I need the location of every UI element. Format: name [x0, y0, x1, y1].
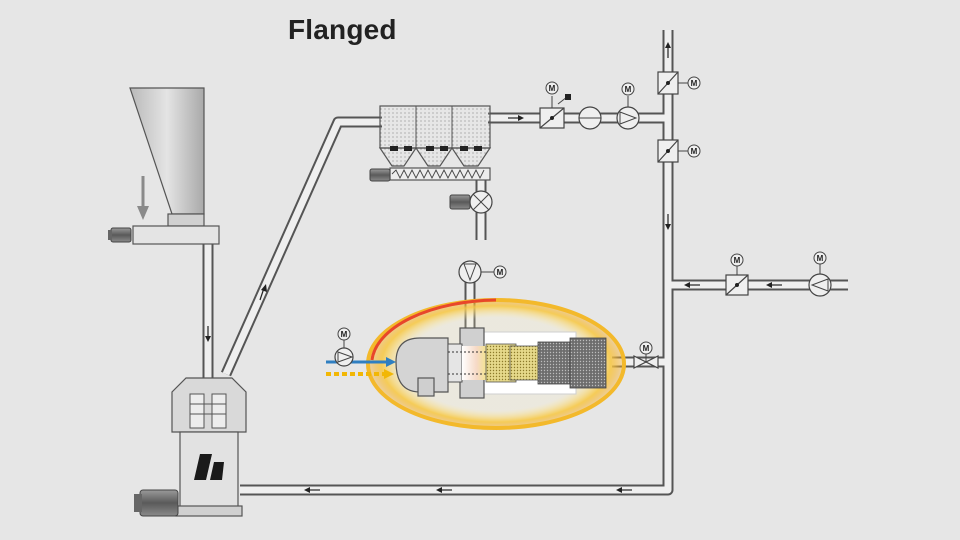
- motor-icon: [449, 194, 471, 210]
- motor-icon: [369, 168, 391, 182]
- flow-arrow-icon: [665, 42, 671, 58]
- rotary-valve-icon: [469, 190, 493, 214]
- flow-arrow-icon: [684, 282, 700, 288]
- flow-arrow-icon: [259, 284, 267, 301]
- motor-icon: M: [813, 251, 827, 265]
- damper-icon: [539, 94, 571, 129]
- bag-filter: [369, 105, 493, 214]
- svg-text:M: M: [341, 330, 348, 339]
- svg-text:M: M: [817, 254, 824, 263]
- svg-text:M: M: [643, 344, 650, 353]
- blower-icon: [808, 264, 832, 297]
- mill: [134, 377, 247, 517]
- blower-icon: [458, 260, 494, 284]
- motor-icon: M: [493, 265, 507, 279]
- motor-icon: M: [687, 76, 701, 90]
- svg-text:M: M: [734, 256, 741, 265]
- blower-icon: [616, 96, 640, 130]
- svg-text:M: M: [691, 79, 698, 88]
- flow-arrow-icon: [665, 214, 671, 230]
- motor-icon: M: [621, 82, 635, 96]
- motor-icon: M: [545, 81, 559, 95]
- damper-icon: [657, 71, 688, 95]
- flow-arrow-icon: [304, 487, 320, 493]
- flow-arrow-icon: [205, 326, 211, 342]
- flow-arrow-icon: [508, 115, 524, 121]
- diagram-title: Flanged: [288, 14, 397, 45]
- mill-logo-icon: [194, 454, 224, 480]
- combustion-air-fan: M: [458, 260, 507, 284]
- exhaust-equipment: M M M: [539, 71, 701, 163]
- flow-arrow-icon: [766, 282, 782, 288]
- flow-arrow-icon: [616, 487, 632, 493]
- motor-icon: M: [687, 144, 701, 158]
- damper-icon: [657, 139, 688, 163]
- svg-text:M: M: [691, 147, 698, 156]
- svg-text:M: M: [625, 85, 632, 94]
- motor-icon: M: [639, 341, 653, 355]
- blower-icon: [334, 340, 354, 367]
- valve-icon: [633, 354, 659, 369]
- silencer-icon: [578, 106, 602, 130]
- damper-icon: [725, 266, 749, 296]
- fresh-air-equipment: M M: [725, 251, 832, 297]
- feed-hopper: [108, 87, 220, 245]
- svg-text:M: M: [497, 268, 504, 277]
- flow-arrow-icon: [436, 487, 452, 493]
- hot-gas-valve: M: [633, 341, 659, 369]
- motor-icon: [108, 227, 132, 243]
- burner: [395, 327, 607, 399]
- motor-icon: M: [730, 253, 744, 267]
- motor-icon: [134, 489, 179, 517]
- fuel-supply: M: [326, 327, 396, 379]
- flow-arrows: [205, 42, 782, 493]
- svg-text:M: M: [549, 84, 556, 93]
- motor-icon: M: [337, 327, 351, 341]
